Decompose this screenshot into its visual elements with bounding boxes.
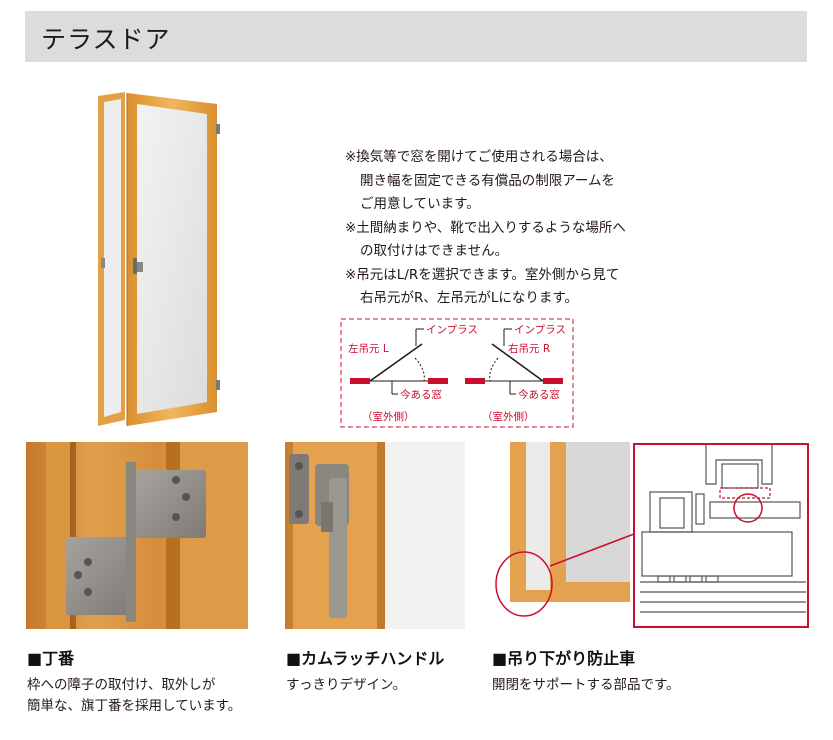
anti-sag-roller-photo: [490, 442, 810, 629]
hinge-description-line: 簡単な、旗丁番を採用しています。: [27, 698, 242, 714]
note-line: ※吊元はL/Rを選択できます。室外側から見て: [345, 266, 620, 283]
page-title: テラスドア: [41, 25, 171, 54]
current-window-label-left: 今ある窓: [400, 388, 442, 401]
anti-sag-title: ■吊り下がり防止車: [492, 649, 636, 668]
cam-latch-description-line: すっきりデザイン。: [286, 677, 407, 693]
hinge-right-label: 右吊元 R: [508, 342, 550, 355]
outdoor-side-label-right: （室外側）: [482, 410, 535, 423]
outdoor-side-label-left: （室外側）: [362, 410, 415, 423]
hinge-photo: [26, 442, 248, 629]
notes-block: ※換気等で窓を開けてご使用される場合は、 開き幅を固定できる有償品の制限アームを…: [345, 146, 626, 311]
note-line: ※換気等で窓を開けてご使用される場合は、: [345, 149, 613, 165]
hinge-description: 枠への障子の取付け、取外しが 簡単な、旗丁番を採用しています。: [27, 675, 241, 717]
cam-latch-handle-photo: [285, 442, 465, 629]
note-line: 開き幅を固定できる有償品の制限アームを: [360, 172, 616, 189]
note-line: の取付けはできません。: [360, 243, 509, 259]
cam-latch-title: ■カムラッチハンドル: [286, 649, 445, 668]
terrace-door-illustration: [98, 92, 220, 426]
cam-latch-description: すっきりデザイン。: [286, 675, 406, 696]
current-window-label-right: 今ある窓: [518, 388, 560, 401]
hinge-title: ■丁番: [27, 649, 75, 668]
inplus-label-left: インプラス: [426, 324, 478, 336]
inplus-label-right: インプラス: [514, 324, 566, 336]
hinge-description-line: 枠への障子の取付け、取外しが: [27, 677, 216, 693]
note-line: 右吊元がR、左吊元がLになります。: [360, 290, 579, 306]
anti-sag-description: 開閉をサポートする部品です。: [492, 675, 680, 696]
note-line: ご用意しています。: [360, 196, 480, 212]
right-hinge-diagram: インプラス 右吊元 R 今ある窓 （室外側）: [465, 324, 566, 423]
hinge-left-label: 左吊元 L: [348, 342, 389, 355]
left-hinge-diagram: インプラス 左吊元 L 今ある窓 （室外側）: [348, 324, 478, 423]
page-header: テラスドア: [25, 11, 807, 62]
anti-sag-description-line: 開閉をサポートする部品です。: [492, 677, 680, 693]
note-line: ※土間納まりや、靴で出入りするような場所へ: [345, 219, 626, 236]
hinge-side-diagram: インプラス 左吊元 L 今ある窓 （室外側） インプラス 右吊元 R 今ある窓 …: [340, 318, 574, 428]
